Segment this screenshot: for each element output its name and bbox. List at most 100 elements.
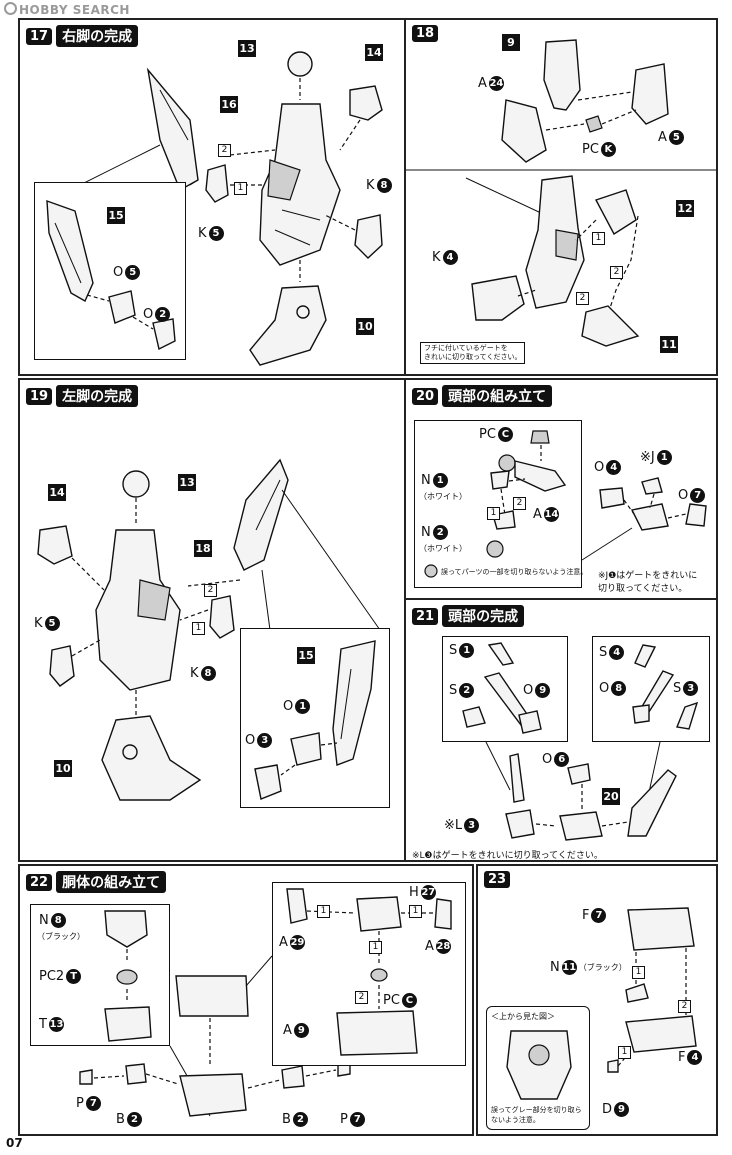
step-title: 左脚の完成	[56, 385, 139, 407]
part-number-13: 13	[238, 40, 256, 57]
step-number: 22	[26, 873, 53, 891]
step-marker-2: 2	[355, 991, 368, 1004]
armor-blade	[146, 67, 199, 191]
gate-note: ※J❶はゲートをきれいに 切り取ってください。	[598, 571, 698, 594]
step-number: 17	[26, 27, 53, 45]
step-marker-1-right: 1	[409, 905, 422, 918]
step-title: 右脚の完成	[56, 25, 139, 47]
step-title: 胴体の組み立て	[56, 871, 167, 893]
step-marker-2: 2	[204, 584, 217, 597]
step-22-header: 22 胴体の組み立て	[26, 871, 167, 893]
step-number: 18	[412, 25, 439, 42]
watermark: HOBBY SEARCH	[4, 2, 130, 17]
step-number: 23	[484, 871, 511, 888]
detail-illustration	[632, 644, 699, 730]
detail-illustration	[462, 642, 542, 734]
step-18-header: 18	[412, 25, 439, 42]
detail-illustration	[424, 430, 567, 578]
step-marker-1-bottom: 1	[618, 1046, 631, 1059]
step-18-illustration	[406, 39, 716, 347]
leg-body	[259, 103, 341, 266]
part-number-10: 10	[54, 760, 72, 777]
detail-illustration	[254, 640, 376, 800]
step-marker-1: 1	[592, 232, 605, 245]
part-number-20: 20	[602, 788, 620, 805]
part-number-10: 10	[356, 318, 374, 335]
step-17-header: 17 右脚の完成	[26, 25, 139, 47]
color-note-white: （ホワイト）	[419, 492, 467, 501]
part-number-15: 15	[107, 207, 125, 224]
part-number-15: 15	[297, 647, 315, 664]
k8-part	[354, 214, 383, 259]
part-number-16: 16	[220, 96, 238, 113]
step-21-header: 21 頭部の完成	[412, 605, 525, 627]
step-number: 21	[412, 607, 439, 625]
step-19-header: 19 左脚の完成	[26, 385, 139, 407]
step-23-header: 23	[484, 871, 511, 888]
step-20-illustration	[581, 477, 707, 561]
part-number-18: 18	[194, 540, 212, 557]
part-number-14: 14	[365, 44, 383, 61]
step-marker-2: 2	[513, 497, 526, 510]
step-marker-1: 1	[487, 507, 500, 520]
top-view-label: ＜上から見た図＞	[491, 1012, 555, 1021]
step-marker-2: 2	[678, 1000, 691, 1013]
gate-note: ※L❸はゲートをきれいに切り取ってください。	[412, 851, 603, 861]
part-number-9: 9	[502, 34, 520, 51]
step-number: 20	[412, 387, 439, 405]
part-number-13: 13	[178, 474, 196, 491]
step-17-illustration	[49, 51, 383, 366]
part-number-14: 14	[48, 484, 66, 501]
part-number-12: 12	[676, 200, 694, 217]
detail-illustration	[104, 910, 152, 1042]
k5-part	[205, 164, 229, 203]
step-title: 頭部の完成	[442, 605, 525, 627]
step-number: 19	[26, 387, 53, 405]
logo-icon	[4, 2, 17, 15]
top-view-illustration	[506, 1030, 572, 1100]
detail-illustration	[46, 199, 176, 351]
step-marker-1: 1	[234, 182, 247, 195]
